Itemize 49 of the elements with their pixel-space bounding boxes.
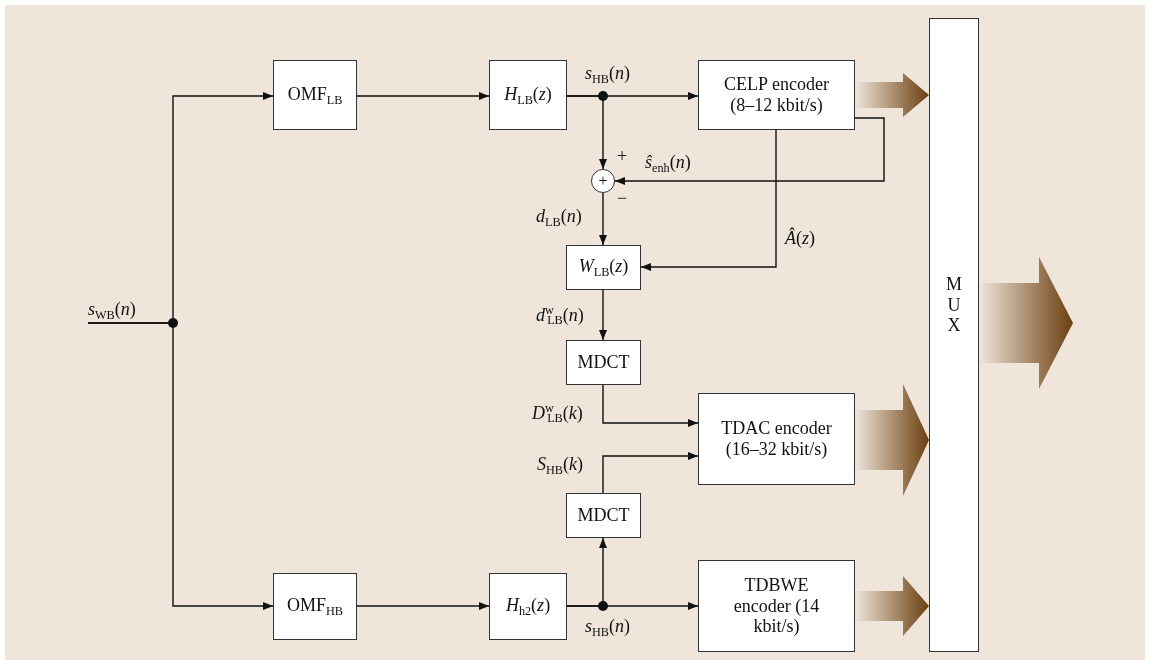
block-box — [698, 393, 855, 485]
arrow — [602, 384, 699, 427]
block-arrow — [855, 576, 929, 636]
edge-label: S$_{HB}$(k) — [537, 455, 583, 478]
block-label: W$_{LB}$(z) — [578, 256, 629, 279]
block-arrow — [979, 257, 1073, 389]
arrow — [356, 92, 490, 100]
edge-label: D$^{w}$$_{LB}$(k) — [532, 402, 583, 426]
edge-label: d$_{LB}$(n) — [536, 207, 582, 230]
edge-label: Â(z) — [785, 229, 815, 249]
sign-label: + — [617, 147, 628, 167]
block-label: OMF$_{LB}$ — [287, 83, 343, 107]
mux-block — [929, 18, 979, 652]
arrow — [602, 452, 699, 494]
sign-label: − — [617, 189, 628, 209]
block-label: TDBWE encoder (14 kbit/s) — [732, 574, 821, 638]
block-label: CELP encoder (8–12 kbit/s) — [723, 74, 830, 116]
arrow — [566, 537, 607, 607]
arrow — [566, 95, 607, 170]
arrow — [614, 117, 885, 185]
block-arrow — [855, 384, 929, 496]
arrow — [599, 192, 607, 246]
block-box — [566, 340, 641, 385]
block-box — [566, 245, 641, 290]
arrow — [599, 289, 607, 341]
block-label: MUX — [945, 274, 963, 337]
block-box — [489, 60, 567, 130]
block-label: H$_{LB}$(z) — [504, 83, 552, 107]
block-arrow — [855, 73, 929, 117]
signal-label: s$_{WB}$(n) — [88, 299, 136, 322]
block-box — [566, 493, 641, 538]
block-label: TDAC encoder (16–32 kbit/s) — [720, 418, 833, 460]
signal-label: s$_{HB}$(n) — [585, 64, 630, 87]
block-box — [698, 560, 855, 652]
block-label: H$_{h2}$(z) — [505, 595, 551, 618]
edge-label: d$^{w}$$_{LB}$(n) — [536, 304, 584, 328]
arrow — [87, 322, 274, 610]
block-label: OMF$_{HB}$ — [287, 595, 343, 618]
block-label: MDCT — [577, 505, 630, 526]
block-box — [273, 60, 357, 130]
block-box — [273, 573, 357, 640]
plus-sign: + — [598, 171, 608, 191]
arrow — [640, 129, 777, 271]
signal-label: s$_{HB}$(n) — [585, 617, 630, 640]
edge-label: ŝ$_{enh}$(n) — [645, 153, 691, 176]
block-box — [698, 60, 855, 130]
arrow — [356, 602, 490, 610]
block-label: MDCT — [577, 352, 630, 373]
block-box — [489, 573, 567, 640]
